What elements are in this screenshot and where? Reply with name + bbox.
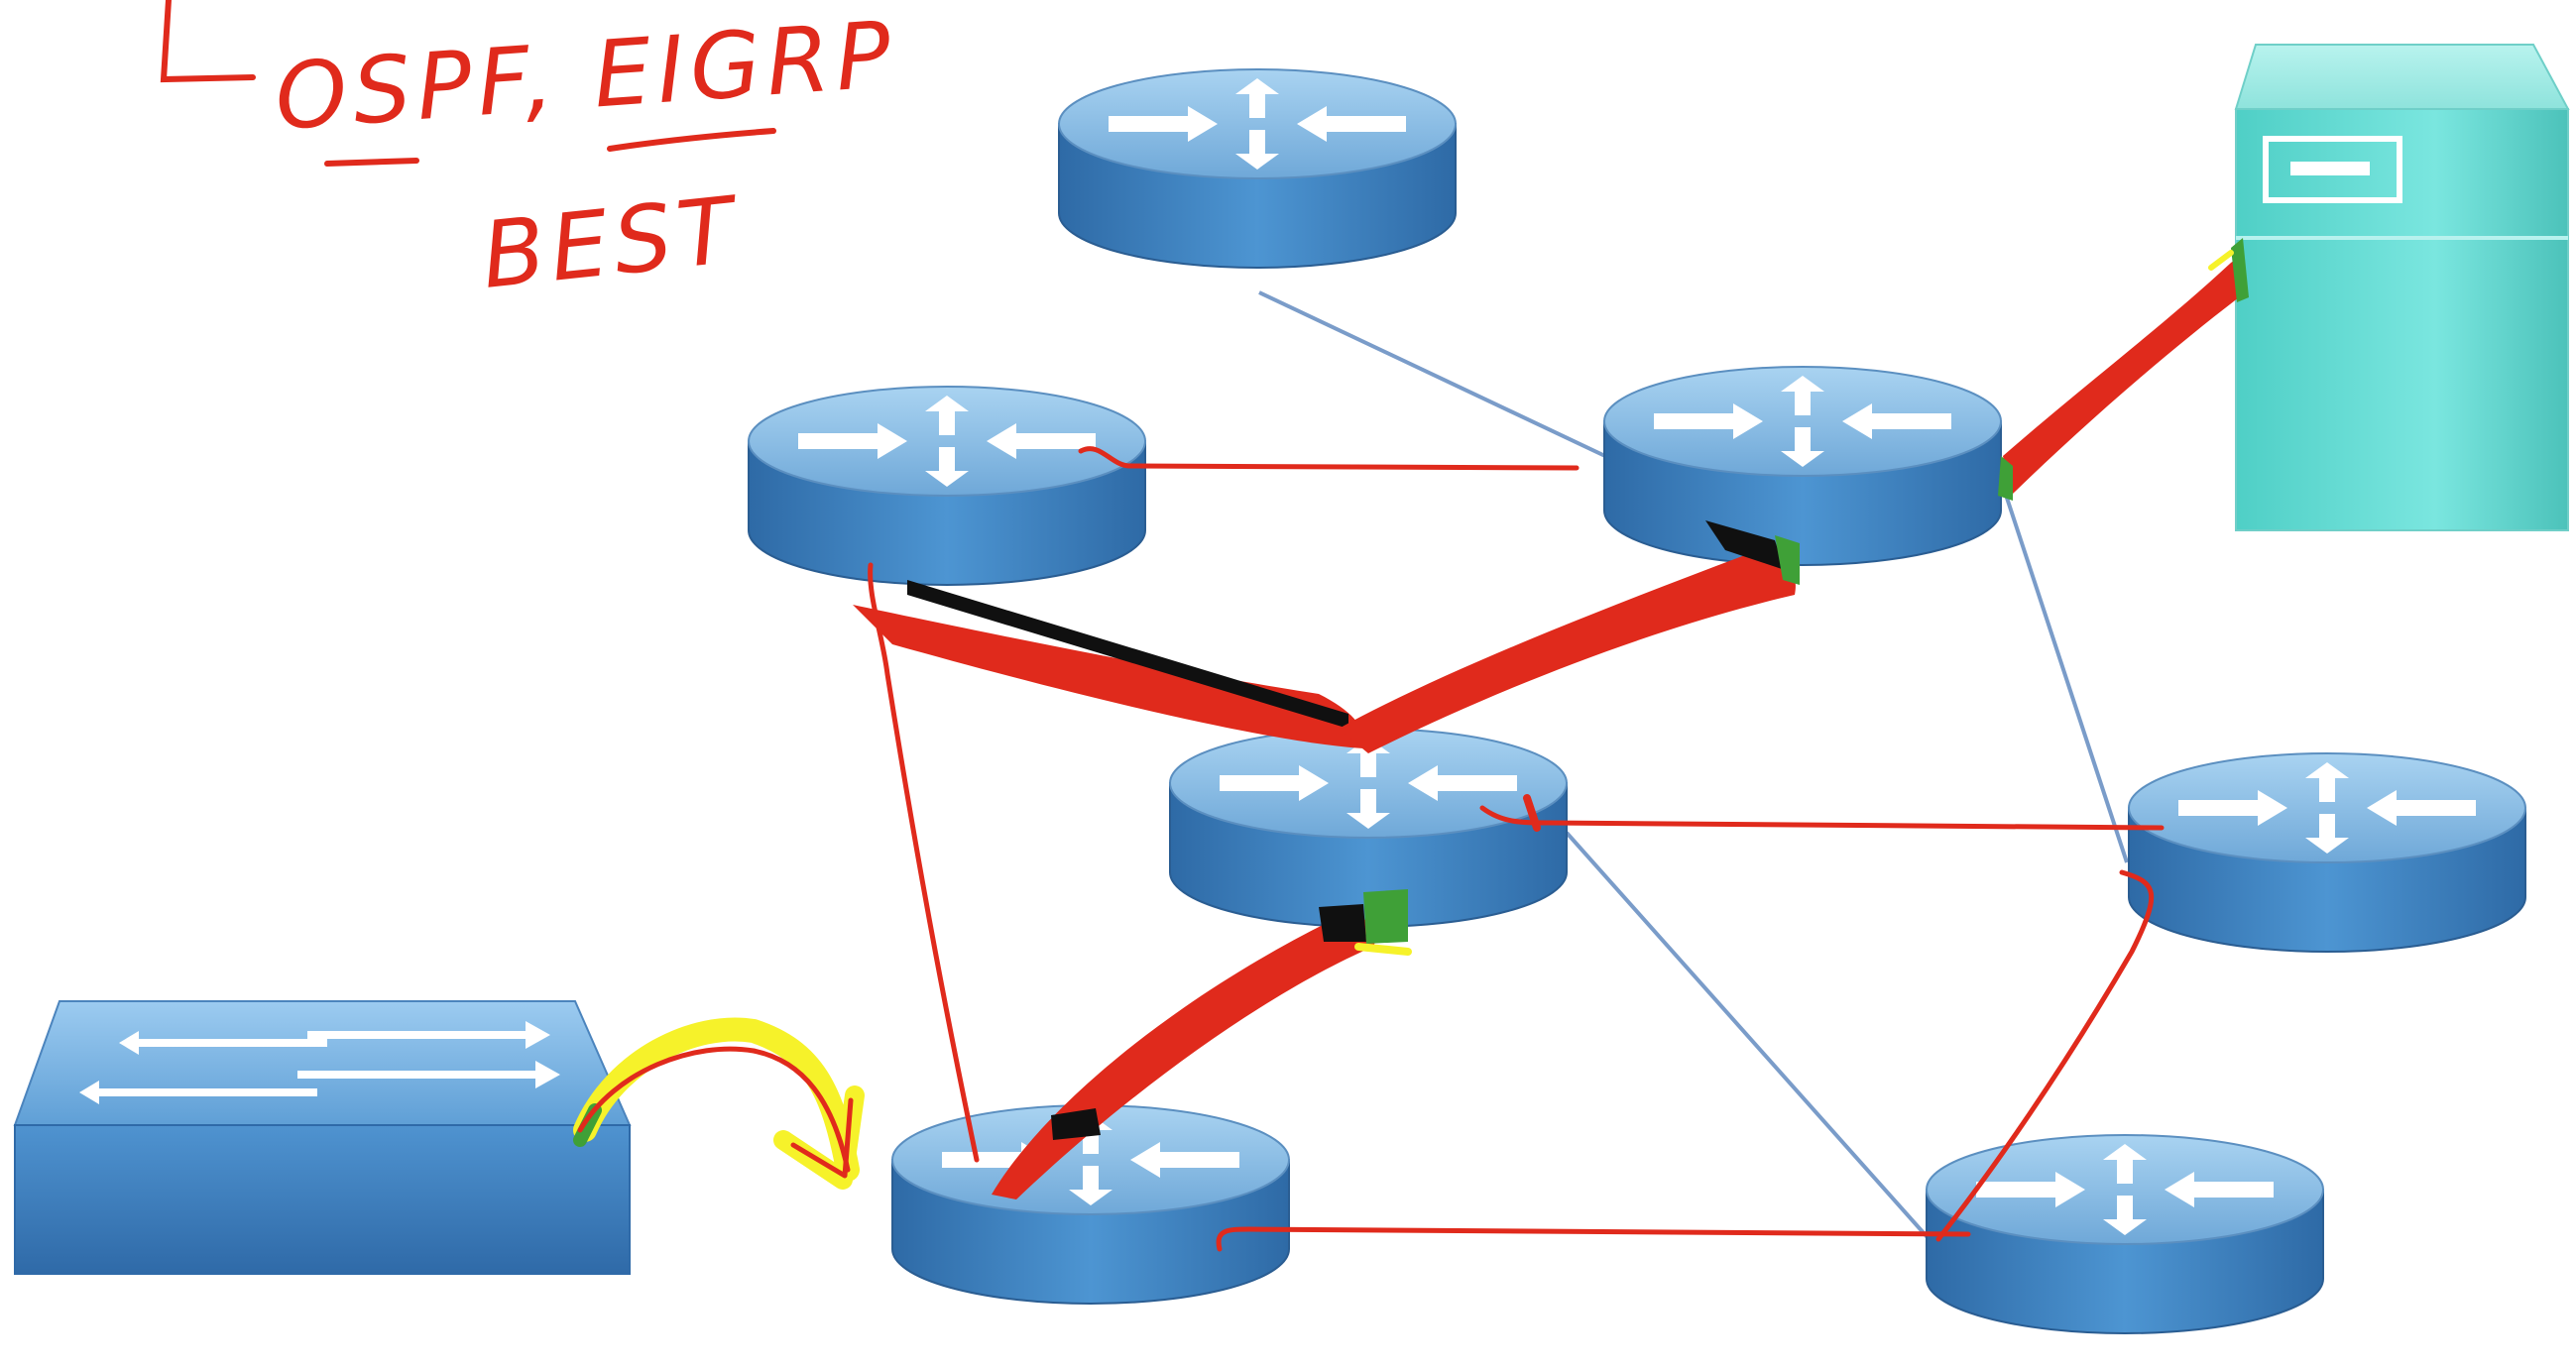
- switch-arrows-icon: [79, 1021, 560, 1104]
- router-right-upper[interactable]: [1603, 366, 2002, 566]
- server[interactable]: [2234, 44, 2570, 531]
- link-center-to-bottom-right: [1565, 831, 1935, 1246]
- red-line-bottom-left-to-bottom-right: [1216, 1226, 1971, 1252]
- best-path-strokes: [853, 238, 2249, 1199]
- annotation-ospf-eigrp: OSPF, EIGRP: [272, 1, 900, 151]
- switch[interactable]: [13, 1000, 632, 1275]
- red-tick: [1523, 794, 1541, 832]
- router-right[interactable]: [2128, 752, 2526, 953]
- red-line-right-to-bottom-right: [1935, 869, 2155, 1242]
- annotation-best: BEST: [477, 176, 745, 309]
- link-right-upper-to-right: [2001, 485, 2129, 863]
- yellow-highlight-arrow: [573, 1017, 865, 1190]
- router-top[interactable]: [1058, 68, 1457, 269]
- router-bottom-right[interactable]: [1926, 1134, 2324, 1334]
- link-top-to-right-upper: [1258, 290, 1627, 468]
- red-line-left-to-right-upper: [1078, 446, 1580, 471]
- server-drive-icon: [2263, 136, 2402, 203]
- blue-links: [1258, 290, 2129, 1246]
- red-line-center-to-right: [1479, 805, 2165, 831]
- handwritten-annotations: OSPF, EIGRP BEST: [160, 0, 900, 309]
- router-left[interactable]: [748, 386, 1146, 586]
